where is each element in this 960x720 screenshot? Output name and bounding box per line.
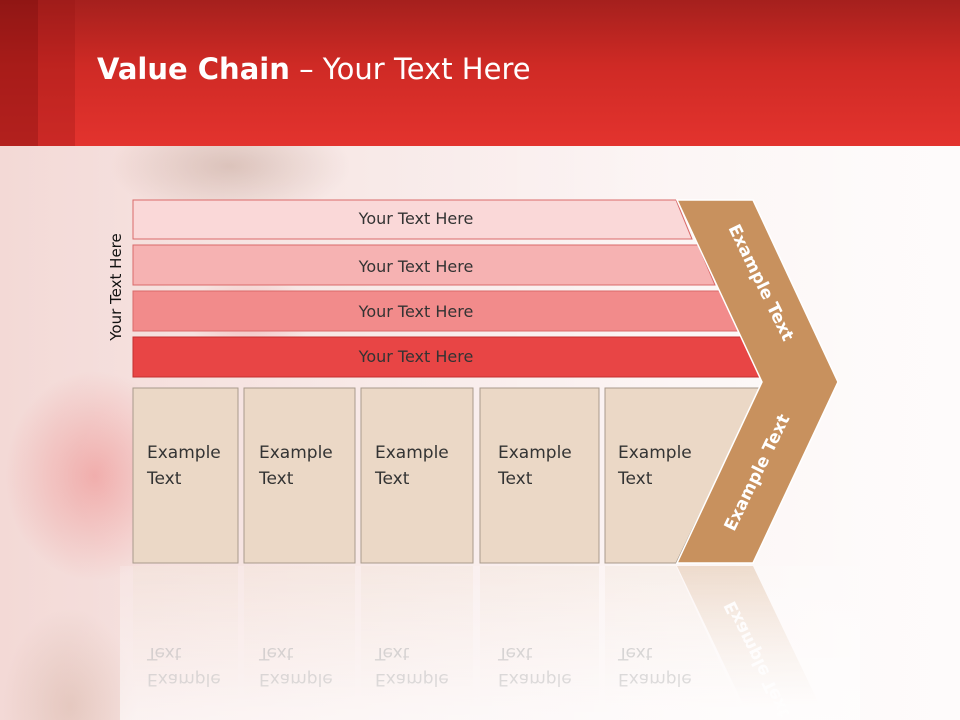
slide-title[interactable]: Value Chain – Your Text Here — [97, 52, 531, 86]
band-1-shape[interactable] — [132, 199, 693, 240]
column-4-box[interactable] — [479, 387, 600, 564]
side-label[interactable]: Your Text Here — [107, 233, 125, 341]
column-5-line1: Example — [618, 443, 692, 463]
column-2-box[interactable] — [243, 387, 356, 564]
band-2-label: Your Text Here — [358, 257, 474, 276]
column-3-line1: Example — [375, 443, 449, 463]
column-5-line2: Text — [617, 469, 653, 489]
column-4-line1: Example — [498, 443, 572, 463]
band-3-label: Your Text Here — [358, 302, 474, 321]
column-1-box[interactable] — [132, 387, 239, 564]
title-light-part: – Your Text Here — [289, 52, 531, 86]
header-accent-strip — [0, 0, 38, 146]
header-accent-strip — [38, 0, 75, 146]
title-bold-part: Value Chain — [97, 52, 290, 86]
column-1-line1: Example — [147, 443, 221, 463]
column-5-box[interactable] — [604, 387, 762, 564]
band-group: Your Text Here Your Text Here Your Text … — [132, 199, 764, 378]
column-2-line2: Text — [258, 469, 294, 489]
column-2-line1: Example — [259, 443, 333, 463]
band-2-shape[interactable] — [132, 244, 716, 286]
column-1-line2: Text — [146, 469, 182, 489]
header-bar: Value Chain – Your Text Here — [0, 0, 960, 146]
column-3-line2: Text — [374, 469, 410, 489]
reflection-fade — [120, 566, 860, 720]
chevron-shape[interactable] — [675, 199, 839, 564]
band-4-label: Your Text Here — [358, 347, 474, 366]
column-group: Example Text Example Text Example Text E… — [132, 387, 762, 564]
column-3-box[interactable] — [360, 387, 474, 564]
column-4-line2: Text — [497, 469, 533, 489]
band-1-label: Your Text Here — [358, 209, 474, 228]
